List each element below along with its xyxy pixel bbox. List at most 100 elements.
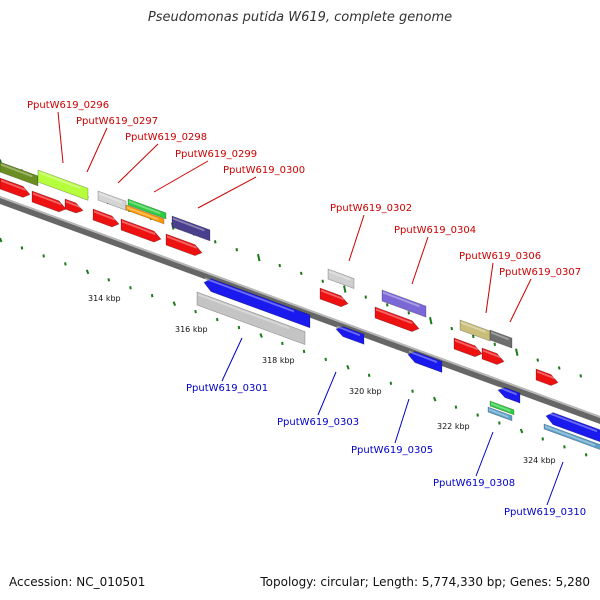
gene-0298-feature[interactable] [97, 190, 127, 211]
tick-mark [42, 254, 45, 258]
cds-0303[interactable] [335, 325, 365, 345]
cds-0309[interactable] [535, 368, 559, 386]
gene-label-0301[interactable]: PputW619_0301 [186, 383, 268, 394]
tick-mark [300, 271, 303, 276]
leader-0300 [197, 176, 257, 209]
cds-0302[interactable] [319, 287, 349, 308]
tick-mark [194, 309, 197, 314]
tick-mark [493, 342, 496, 346]
tick-mark [429, 316, 433, 325]
label-leader-lines [57, 111, 564, 506]
leader-0301 [221, 337, 243, 382]
tick-mark [237, 325, 241, 330]
leader-0305 [394, 398, 410, 444]
gene-0299-feature-b[interactable] [125, 204, 165, 225]
tick-mark [364, 295, 367, 299]
cds-0308[interactable] [497, 386, 521, 404]
gene-0308-feature-a[interactable] [489, 400, 515, 416]
gene-label-0306[interactable]: PputW619_0306 [459, 251, 541, 262]
gene-0308-feature-b[interactable] [487, 406, 513, 422]
cds-0297b[interactable] [64, 198, 84, 214]
leader-0303 [317, 371, 337, 416]
gene-0306-feature[interactable] [459, 319, 491, 342]
tick-mark [85, 269, 90, 275]
leader-0302 [348, 214, 365, 262]
scale-label-322: 322 kbp [437, 422, 470, 431]
accession-text: Accession: NC_010501 [9, 575, 146, 589]
tick-mark [259, 333, 263, 338]
reverse-gene-labels: PputW619_0301 PputW619_0303 PputW619_030… [186, 383, 586, 518]
gene-features [0, 161, 600, 451]
tick-mark [541, 437, 544, 441]
gene-0297-feature[interactable] [37, 169, 89, 201]
gene-0310-feature[interactable] [543, 423, 600, 451]
scale-label-316: 316 kbp [175, 325, 208, 334]
tick-mark [278, 263, 281, 268]
tick-mark [0, 237, 3, 243]
tick-mark [281, 341, 284, 346]
leader-0297 [86, 127, 108, 173]
tick-mark [129, 286, 132, 290]
tick-mark [302, 349, 306, 354]
tick-mark [107, 278, 110, 282]
tick-mark [563, 445, 566, 449]
cds-0307[interactable] [481, 347, 505, 365]
gene-0302-feature[interactable] [327, 268, 355, 289]
leader-0299 [153, 160, 209, 193]
tick-mark [64, 262, 67, 266]
cds-0304[interactable] [374, 306, 420, 332]
gene-0299-feature-a[interactable] [127, 198, 167, 220]
scale-label-318: 318 kbp [262, 356, 295, 365]
tick-mark [411, 389, 414, 393]
tick-mark [346, 364, 350, 370]
leader-0307 [509, 278, 532, 323]
cds-0296[interactable] [0, 177, 31, 198]
genome-title: Pseudomonas putida W619, complete genome [147, 10, 453, 25]
gene-label-0308[interactable]: PputW619_0308 [433, 478, 515, 489]
cds-0298[interactable] [92, 208, 120, 228]
cds-0310[interactable] [545, 411, 600, 445]
cds-0301[interactable] [203, 277, 311, 329]
tick-mark [150, 294, 154, 298]
gene-label-0307[interactable]: PputW619_0307 [499, 267, 581, 278]
genome-backbone [0, 196, 600, 424]
gene-label-0296[interactable]: PputW619_0296 [27, 100, 109, 111]
genome-summary-text: Topology: circular; Length: 5,774,330 bp… [260, 575, 590, 589]
gene-label-0304[interactable]: PputW619_0304 [394, 225, 476, 236]
gene-0304-feature[interactable] [381, 289, 427, 318]
gene-label-0300[interactable]: PputW619_0300 [223, 165, 305, 176]
forward-gene-labels: PputW619_0296 PputW619_0297 PputW619_029… [27, 100, 581, 278]
cds-0297[interactable] [31, 190, 67, 213]
cds-0299[interactable] [120, 218, 162, 243]
gene-label-0302[interactable]: PputW619_0302 [330, 203, 412, 214]
gene-0301-feature[interactable] [196, 291, 306, 346]
tick-mark [476, 413, 479, 417]
gene-0296-feature[interactable] [0, 161, 39, 187]
gene-0307-feature[interactable] [489, 329, 513, 349]
gene-0300-feature[interactable] [171, 215, 211, 242]
leader-0310 [546, 461, 564, 506]
scale-label-320: 320 kbp [349, 387, 382, 396]
tick-mark [386, 303, 389, 307]
tick-mark [321, 279, 324, 283]
leader-0308 [475, 431, 494, 477]
tick-mark [367, 373, 371, 377]
leader-0306 [485, 262, 494, 314]
tick-mark [558, 366, 561, 370]
cds-0306[interactable] [453, 337, 483, 358]
tick-mark [433, 396, 437, 402]
gene-label-0305[interactable]: PputW619_0305 [351, 445, 433, 456]
tick-mark [257, 253, 261, 262]
gene-label-0299[interactable]: PputW619_0299 [175, 149, 257, 160]
gene-label-0303[interactable]: PputW619_0303 [277, 417, 359, 428]
tick-mark [20, 246, 24, 250]
cds-0305[interactable] [407, 350, 443, 373]
cds-0300[interactable] [165, 233, 203, 256]
gene-label-0297[interactable]: PputW619_0297 [76, 116, 158, 127]
tick-mark [214, 240, 217, 244]
tick-mark [450, 326, 453, 331]
gene-label-0310[interactable]: PputW619_0310 [504, 507, 586, 518]
gene-label-0298[interactable]: PputW619_0298 [125, 132, 207, 143]
tick-mark [536, 358, 539, 362]
